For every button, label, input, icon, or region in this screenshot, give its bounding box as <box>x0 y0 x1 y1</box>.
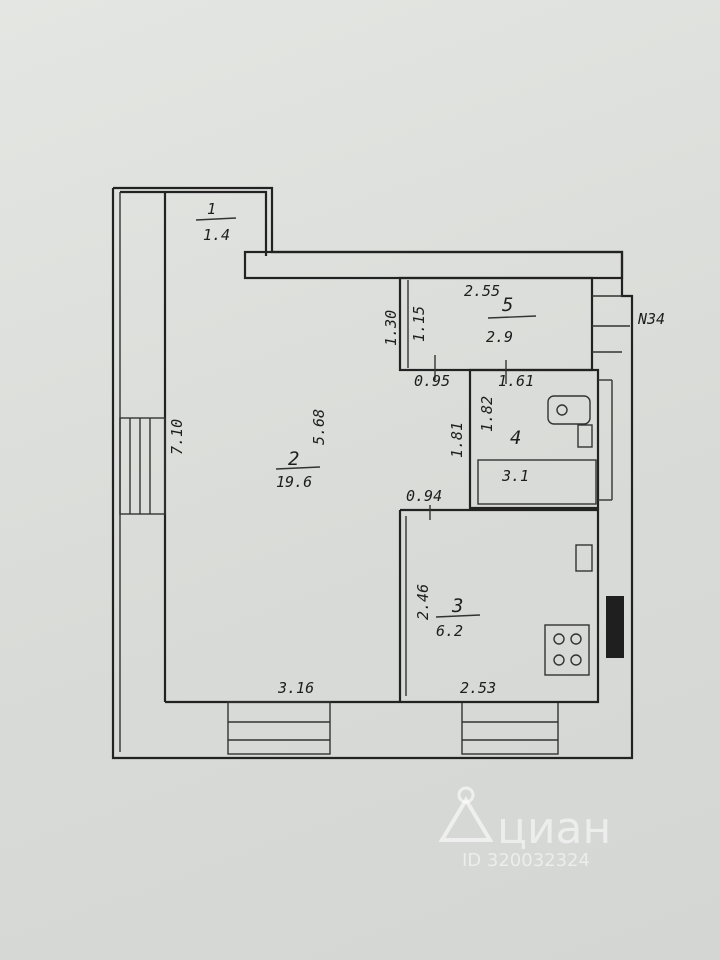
bottom-windows <box>227 701 559 755</box>
window-room2 <box>227 701 331 755</box>
room-1-area: 1.4 <box>203 226 230 244</box>
room-labels: 1 1.4 2 19.6 3 6.2 4 3.1 5 2.9 N34 <box>195 200 665 640</box>
dim-room4-side-inner: 1.82 <box>478 396 496 432</box>
room-1-number: 1 <box>207 200 216 218</box>
top-wall <box>243 250 624 280</box>
dim-room2-bottom: 3.16 <box>277 679 314 697</box>
watermark-brand: циан <box>497 803 611 854</box>
window-room3 <box>461 701 559 755</box>
room-4-area: 3.1 <box>501 467 529 485</box>
dimension-ticks <box>429 325 630 520</box>
room-2-number: 2 <box>288 448 299 470</box>
room-3-number: 3 <box>451 595 463 617</box>
dim-room5-side: 1.15 <box>410 306 428 342</box>
dim-room5-top: 2.55 <box>464 282 500 300</box>
room-5-number: 5 <box>502 294 513 316</box>
dimension-labels: 7.10 5.68 3.16 2.46 2.53 0.94 2.55 1.15 … <box>168 282 534 697</box>
dim-room2-inner: 5.68 <box>310 409 328 445</box>
dim-room4-side-outer: 1.81 <box>448 422 466 458</box>
watermark: циан ID 320032324 <box>438 786 611 871</box>
left-strip <box>119 192 400 752</box>
dim-room3-bottom: 2.53 <box>460 679 496 697</box>
room-2-area: 19.6 <box>276 473 312 491</box>
room-4-number: 4 <box>510 427 521 449</box>
stove <box>544 624 590 676</box>
bathtub <box>477 459 597 505</box>
dim-room5-outer: 1.30 <box>382 310 400 346</box>
outer-walls <box>111 186 634 760</box>
dim-room3-left: 2.46 <box>414 584 432 620</box>
room-5-area: 2.9 <box>486 328 513 346</box>
dim-room4-top-right: 1.61 <box>498 372 534 390</box>
room-3-area: 6.2 <box>436 622 463 640</box>
room-4-walls <box>468 368 613 510</box>
room-3-walls <box>398 508 624 704</box>
sink <box>577 424 593 448</box>
dim-room2-left: 7.10 <box>168 419 186 455</box>
apartment-number: N34 <box>637 310 665 328</box>
cian-logo-icon <box>438 796 494 842</box>
kitchen-sink <box>575 544 593 572</box>
toilet <box>547 395 591 425</box>
radiator <box>606 596 624 658</box>
watermark-id: ID 320032324 <box>462 850 590 871</box>
left-window <box>119 417 166 515</box>
dim-room3-top: 0.94 <box>406 487 442 505</box>
dim-room4-top-left: 0.95 <box>414 372 450 390</box>
room-5-walls <box>398 276 622 372</box>
